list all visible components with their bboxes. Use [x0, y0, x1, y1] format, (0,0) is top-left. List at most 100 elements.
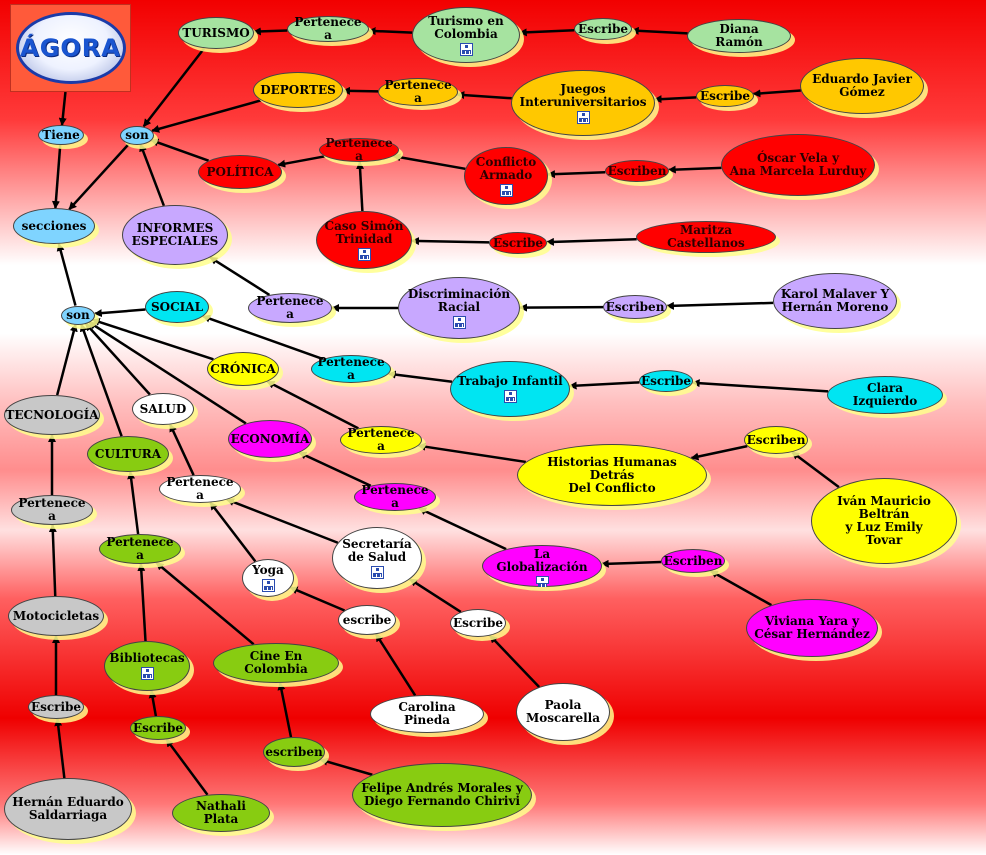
connector-arrow [319, 757, 373, 776]
node-label: ECONOMÍA [230, 431, 310, 446]
resource-link-icon[interactable] [452, 315, 466, 329]
conflicto-node[interactable]: Conflicto Armado [464, 147, 548, 205]
social-node[interactable]: SOCIAL [145, 291, 209, 323]
esc-soc-node[interactable]: Escribe [639, 370, 693, 392]
salud-node[interactable]: SALUD [132, 393, 194, 425]
esc-sec-node[interactable]: Escribe [450, 609, 506, 637]
node-label: Felipe Andrés Morales y Diego Fernando C… [361, 781, 523, 808]
connector-arrow [79, 323, 123, 437]
cronica-node[interactable]: CRÓNICA [207, 352, 279, 386]
resource-link-icon[interactable] [535, 576, 549, 587]
node-label: Pertenece a [361, 483, 429, 510]
esc-yoga-node[interactable]: escribe [338, 605, 396, 635]
pa-soc-node[interactable]: Pertenece a [311, 355, 391, 383]
logo-text: ÁGORA [20, 34, 121, 62]
ivan-node[interactable]: Iván Mauricio Beltrán y Luz Emily Tovar [811, 478, 957, 564]
resource-link-icon[interactable] [499, 183, 513, 197]
resource-link-icon[interactable] [370, 565, 384, 579]
pa-tec-node[interactable]: Pertenece a [11, 495, 93, 525]
yoga-node[interactable]: Yoga [242, 559, 294, 597]
resource-link-icon[interactable] [503, 390, 517, 403]
pa-pol-node[interactable]: Pertenece a [319, 136, 399, 163]
esc-bib-node[interactable]: Escribe [130, 716, 186, 740]
biblio-node[interactable]: Bibliotecas [104, 641, 190, 691]
oscar-node[interactable]: Óscar Vela y Ana Marcela Lurduy [721, 134, 875, 196]
escn-pol-node[interactable]: Escriben [605, 160, 669, 182]
pa-dep-node[interactable]: Pertenece a [378, 78, 458, 106]
secsalud-node[interactable]: Secretaría de Salud [332, 527, 422, 589]
esc-dep-node[interactable]: Escribe [696, 85, 754, 107]
karol-node[interactable]: Karol Malaver Y Hernán Moreno [773, 273, 897, 329]
economia-node[interactable]: ECONOMÍA [228, 420, 312, 458]
node-label: Maritza Castellanos [667, 223, 745, 250]
connector-arrow [630, 26, 688, 35]
cultura-node[interactable]: CULTURA [87, 436, 169, 472]
tecno-node[interactable]: TECNOLOGÍA [4, 395, 100, 435]
connector-arrow [148, 689, 158, 717]
paola-node[interactable]: Paola Moscarella [516, 683, 610, 741]
hernan-node[interactable]: Hernán Eduardo Saldarriaga [4, 778, 132, 840]
agora-logo[interactable]: ÁGORA [10, 4, 131, 92]
resource-link-icon[interactable] [459, 42, 473, 56]
connector-arrow [56, 242, 77, 306]
deportes-node[interactable]: DEPORTES [253, 72, 343, 108]
nathali-node[interactable]: Nathali Plata [172, 794, 270, 832]
pa-cro-node[interactable]: Pertenece a [340, 426, 422, 454]
pa-eco-node[interactable]: Pertenece a [354, 483, 436, 511]
esc-caso-node[interactable]: Escribe [489, 232, 547, 254]
resource-link-icon[interactable] [357, 247, 371, 261]
esc-tur-node[interactable]: Escribe [574, 18, 632, 40]
caso-node[interactable]: Caso Simón Trinidad [316, 211, 412, 269]
pa-sal-node[interactable]: Pertenece a [159, 475, 241, 503]
tiene-node[interactable]: Tiene [38, 125, 84, 145]
escn-eco-node[interactable]: Escriben [661, 549, 725, 573]
node-label: SOCIAL [150, 299, 204, 314]
escn-cine-node[interactable]: escriben [263, 737, 325, 767]
connector-arrow [84, 322, 151, 396]
node-label: Hernán Eduardo Saldarriaga [12, 795, 124, 822]
secciones-node[interactable]: secciones [13, 208, 95, 244]
maritza-node[interactable]: Maritza Castellanos [636, 221, 776, 253]
politica-node[interactable]: POLÍTICA [198, 155, 282, 189]
trabajo-node[interactable]: Trabajo Infantil [450, 361, 570, 417]
global-node[interactable]: La Globalización [482, 545, 602, 587]
connector-arrow [209, 256, 271, 296]
connector-arrow [93, 308, 146, 318]
node-label: Iván Mauricio Beltrán y Luz Emily Tovar [837, 494, 931, 547]
moto-node[interactable]: Motocicletas [8, 596, 104, 636]
pa-cul-node[interactable]: Pertenece a [99, 534, 181, 564]
son2-node[interactable]: son [61, 305, 95, 325]
eduardo-node[interactable]: Eduardo Javier Gómez [800, 58, 924, 114]
connector-arrow [752, 89, 801, 98]
informes-node[interactable]: INFORMES ESPECIALES [122, 205, 228, 265]
discrim-node[interactable]: Discriminación Racial [398, 277, 520, 339]
node-label: Yoga [252, 563, 284, 577]
juegos-node[interactable]: Juegos Interuniversitarios [511, 70, 655, 136]
cine-node[interactable]: Cine En Colombia [213, 643, 339, 683]
connector-arrow [600, 559, 662, 568]
tur-col-node[interactable]: Turismo en Colombia [412, 7, 520, 63]
pa-tur-node[interactable]: Pertenece a [287, 16, 369, 42]
node-label: Pertenece a [18, 496, 86, 523]
node-label: secciones [21, 218, 87, 233]
turismo-node[interactable]: TURISMO [178, 17, 254, 49]
historias-node[interactable]: Historias Humanas Detrás Del Conflicto [517, 444, 707, 506]
resource-link-icon[interactable] [140, 667, 154, 680]
node-label: Clara Izquierdo [852, 381, 918, 408]
escn-inf-node[interactable]: Escriben [603, 295, 667, 319]
resource-link-icon[interactable] [576, 110, 590, 124]
diana-node[interactable]: Diana Ramón [687, 19, 791, 53]
felipe-node[interactable]: Felipe Andrés Morales y Diego Fernando C… [352, 763, 532, 827]
node-label: Eduardo Javier Gómez [812, 72, 912, 99]
clara-node[interactable]: Clara Izquierdo [827, 376, 943, 414]
resource-link-icon[interactable] [261, 579, 275, 592]
escn-cro-node[interactable]: Escriben [744, 426, 808, 454]
esc-tec-node[interactable]: Escribe [28, 695, 84, 719]
node-label: Pertenece a [325, 136, 393, 163]
carolina-node[interactable]: Carolina Pineda [370, 695, 484, 733]
son1-node[interactable]: son [120, 125, 154, 145]
pa-inf-node[interactable]: Pertenece a [248, 293, 332, 323]
viviana-node[interactable]: Viviana Yara y César Hernández [746, 599, 878, 657]
node-label: Pertenece a [166, 475, 234, 502]
node-label: Turismo en Colombia [428, 13, 504, 41]
